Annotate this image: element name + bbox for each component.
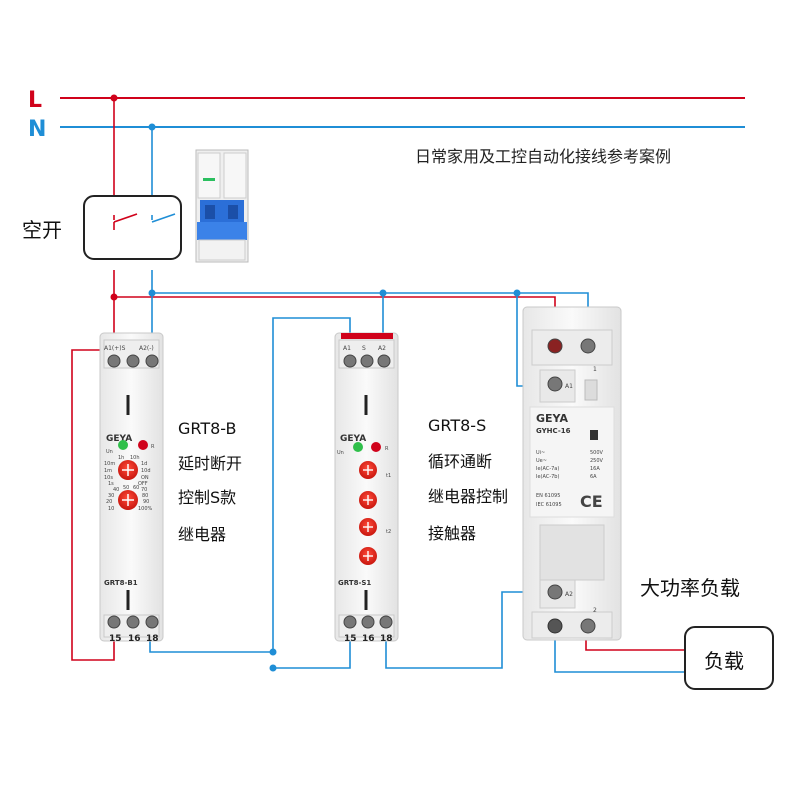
svg-text:250V: 250V (590, 458, 604, 464)
relay-s-desc-1: 循环通断 (428, 452, 492, 471)
svg-text:ON: ON (141, 475, 149, 481)
svg-text:500V: 500V (590, 450, 604, 456)
contactor-terminal-a1: A1 (565, 383, 573, 390)
svg-text:10: 10 (108, 506, 114, 512)
svg-text:1m: 1m (104, 468, 112, 474)
svg-text:OFF: OFF (138, 481, 148, 487)
relay-s-t1-label: t1 (386, 473, 391, 479)
relay-s-brand: GEYA (340, 434, 366, 444)
svg-text:10m: 10m (104, 461, 115, 467)
power-load-label: 大功率负载 (640, 576, 740, 600)
neutral-label: N (28, 117, 46, 142)
relay-s-led-r: R (385, 446, 389, 452)
svg-text:1s: 1s (108, 481, 114, 487)
svg-text:10s: 10s (104, 475, 113, 481)
breaker-symbol (83, 195, 182, 260)
relay-b-knob-scale: 1h 10h 10m 1m 10s 1s 1d 10d ON OFF 40 50… (104, 455, 153, 512)
load-box (684, 626, 774, 690)
relay-b-terminal-18: 18 (146, 634, 159, 644)
contactor-pole-1: 1 (593, 366, 597, 373)
svg-text:Ue~: Ue~ (536, 458, 547, 464)
svg-text:1d: 1d (141, 461, 147, 467)
svg-text:Ie(AC-7b): Ie(AC-7b) (536, 474, 559, 480)
svg-text:20: 20 (106, 499, 112, 505)
svg-text:50: 50 (123, 485, 129, 491)
contactor-terminal-a2: A2 (565, 591, 573, 598)
svg-text:30: 30 (108, 493, 114, 499)
load-label: 负载 (704, 649, 744, 673)
line-label: L (28, 88, 42, 113)
wire-junctions (110, 94, 521, 672)
relay-s-terminal-a2: A2 (378, 345, 386, 352)
relay-b-terminal-15: 15 (109, 634, 122, 644)
contactor-pole-2: 2 (593, 607, 597, 614)
relay-b-led-un: Un (106, 449, 113, 455)
svg-text:16A: 16A (590, 466, 600, 472)
relay-b-terminal-a1s: A1(+)S (104, 345, 126, 352)
contactor-model: GYHC-16 (536, 427, 571, 435)
svg-text:80: 80 (142, 493, 148, 499)
relay-s-led-un: Un (337, 450, 344, 456)
relay-b-brand: GEYA (106, 434, 132, 444)
svg-text:1h: 1h (118, 455, 124, 461)
relay-b-terminal-16: 16 (128, 634, 141, 644)
relay-b-title: GRT8-B (178, 419, 236, 438)
contactor-ce-mark: CE (580, 492, 603, 511)
relay-b-terminal-a2: A2(-) (139, 345, 154, 352)
contactor-specs: Ui~ 500V Ue~ 250V Ie(AC-7a) 16A Ie(AC-7b… (536, 450, 604, 508)
svg-text:60: 60 (133, 485, 139, 491)
relay-s-model: GRT8-S1 (338, 579, 371, 587)
svg-text:100%: 100% (138, 506, 153, 512)
contactor-brand: GEYA (536, 412, 568, 425)
svg-text:Ie(AC-7a): Ie(AC-7a) (536, 466, 559, 472)
breaker-label: 空开 (22, 218, 62, 242)
svg-text:10h: 10h (130, 455, 140, 461)
relay-s-terminal-18: 18 (380, 634, 393, 644)
contactor (522, 306, 622, 641)
relay-s-terminal-15: 15 (344, 634, 357, 644)
relay-s-title: GRT8-S (428, 416, 486, 435)
mcb-device (195, 149, 249, 263)
svg-text:Ui~: Ui~ (536, 450, 545, 456)
relay-s-t2-label: t2 (386, 529, 391, 535)
relay-b-desc-1: 延时断开 (178, 454, 242, 473)
relay-s-terminal-a1: A1 (343, 345, 351, 352)
relay-b-model: GRT8-B1 (104, 579, 138, 587)
relay-b: GEYA Un R (99, 332, 164, 642)
svg-text:EN 61095: EN 61095 (536, 493, 560, 499)
svg-text:70: 70 (141, 487, 147, 493)
svg-text:10d: 10d (141, 468, 151, 474)
svg-text:90: 90 (143, 499, 149, 505)
relay-s: GEYA Un R (334, 332, 399, 642)
relay-s-desc-3: 接触器 (428, 524, 476, 543)
relay-s-terminal-s: S (362, 345, 366, 352)
relay-b-led-r: R (151, 444, 155, 450)
relay-b-desc-2: 控制S款 (178, 488, 236, 507)
svg-text:40: 40 (113, 487, 119, 493)
relay-b-desc-3: 继电器 (178, 525, 226, 544)
svg-text:IEC 61095: IEC 61095 (536, 502, 562, 508)
relay-s-terminal-16: 16 (362, 634, 375, 644)
page-title: 日常家用及工控自动化接线参考案例 (415, 147, 671, 166)
svg-text:6A: 6A (590, 474, 597, 480)
relay-s-desc-2: 继电器控制 (428, 487, 508, 506)
